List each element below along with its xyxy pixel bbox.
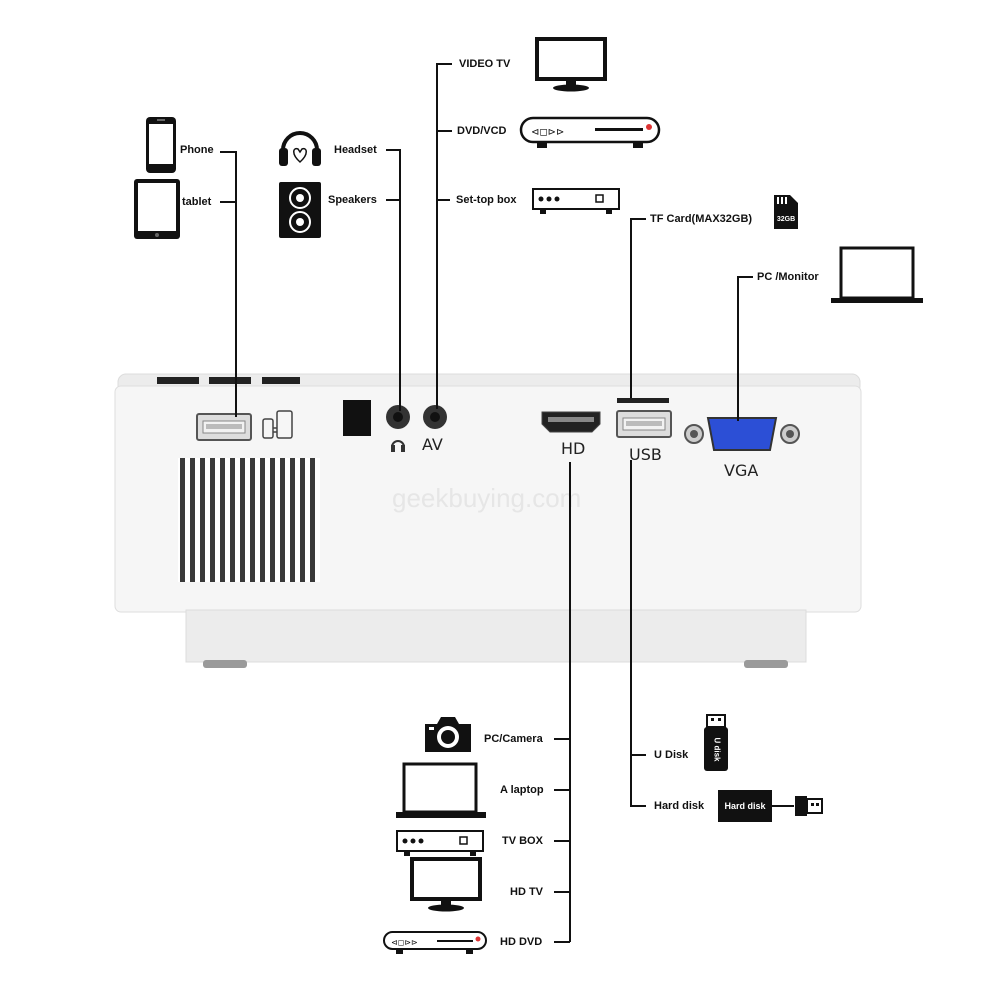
speakers-icon bbox=[279, 182, 321, 238]
camera-icon bbox=[425, 717, 471, 752]
label-tv-box: TV BOX bbox=[502, 835, 543, 847]
tv-box-icon bbox=[396, 830, 484, 856]
vent-slot bbox=[220, 458, 225, 582]
u-disk-icon bbox=[704, 714, 728, 771]
tablet-icon bbox=[134, 179, 180, 239]
label-headset: Headset bbox=[334, 144, 377, 156]
vent-slot bbox=[200, 458, 205, 582]
label-speakers: Speakers bbox=[328, 194, 377, 206]
hard-disk-icon: Hard disk bbox=[718, 790, 772, 822]
label-tf-card: TF Card(MAX32GB) bbox=[650, 213, 753, 225]
label-laptop: A laptop bbox=[500, 784, 544, 796]
svg-text:⊲◻⊳⊳: ⊲◻⊳⊳ bbox=[531, 127, 564, 138]
vent-slot bbox=[210, 458, 215, 582]
line-tf-card bbox=[630, 218, 632, 398]
line-usb-right bbox=[630, 460, 632, 806]
label-video-tv: VIDEO TV bbox=[459, 58, 511, 70]
dvd-vcd-icon: ⊲◻⊳⊳ bbox=[519, 116, 661, 148]
pc-monitor-icon bbox=[831, 246, 923, 303]
watermark: geekbuying.com bbox=[392, 483, 582, 513]
label-pc-camera: PC/Camera bbox=[484, 733, 543, 745]
label-hd-dvd: HD DVD bbox=[500, 936, 543, 948]
vent-slot bbox=[280, 458, 285, 582]
tf-card-slot bbox=[617, 398, 669, 403]
label-pc-monitor: PC /Monitor bbox=[757, 271, 819, 283]
port-label-av: AV bbox=[422, 435, 443, 454]
label-hd-tv: HD TV bbox=[510, 886, 543, 898]
svg-text:⊲◻⊳⊳: ⊲◻⊳⊳ bbox=[391, 938, 418, 947]
headphone-jack bbox=[386, 405, 410, 429]
label-hard-disk: Hard disk bbox=[654, 800, 705, 812]
usb-plug-icon bbox=[795, 796, 823, 816]
line-usb-left bbox=[235, 151, 237, 417]
line-vga bbox=[737, 276, 739, 421]
phone-tablet-icon bbox=[262, 410, 293, 439]
vent-slot bbox=[260, 458, 265, 582]
label-dvd-vcd: DVD/VCD bbox=[457, 125, 507, 137]
hdmi-port bbox=[541, 411, 601, 433]
label-tablet: tablet bbox=[182, 196, 212, 208]
vent-slot bbox=[250, 458, 255, 582]
line-audio bbox=[399, 149, 401, 411]
vent-slot bbox=[310, 458, 315, 582]
video-tv-icon bbox=[535, 37, 607, 92]
line-hdmi bbox=[569, 462, 571, 942]
vga-port bbox=[684, 417, 800, 451]
headset-icon bbox=[279, 131, 321, 166]
hd-dvd-icon: ⊲◻⊳⊳ bbox=[383, 931, 487, 954]
vent-slot bbox=[270, 458, 275, 582]
laptop-icon bbox=[396, 762, 486, 818]
port-label-hd: HD bbox=[561, 439, 586, 458]
headphone-icon bbox=[391, 440, 405, 452]
phone-icon bbox=[146, 117, 176, 173]
label-phone: Phone bbox=[180, 144, 214, 156]
settop-box-icon bbox=[532, 188, 620, 214]
vent-slot bbox=[300, 458, 305, 582]
label-settop-box: Set-top box bbox=[456, 194, 517, 206]
vent-slot bbox=[190, 458, 195, 582]
vent-slot bbox=[230, 458, 235, 582]
av-jack bbox=[423, 405, 447, 429]
vent-slot bbox=[290, 458, 295, 582]
port-label-usb: USB bbox=[629, 445, 662, 464]
vent-slot bbox=[180, 458, 185, 582]
tf-card-icon bbox=[774, 195, 798, 229]
u-disk-text: U disk bbox=[712, 737, 722, 762]
vent-slot bbox=[240, 458, 245, 582]
hd-tv-icon bbox=[410, 857, 482, 912]
usb-port-left bbox=[196, 413, 252, 441]
vent-slots bbox=[180, 458, 315, 582]
optical-port bbox=[343, 400, 371, 436]
line-av bbox=[436, 63, 438, 409]
usb-port-right bbox=[616, 410, 672, 438]
port-label-vga: VGA bbox=[724, 461, 759, 480]
label-u-disk: U Disk bbox=[654, 749, 689, 761]
tf-card-capacity: 32GB bbox=[776, 216, 796, 223]
